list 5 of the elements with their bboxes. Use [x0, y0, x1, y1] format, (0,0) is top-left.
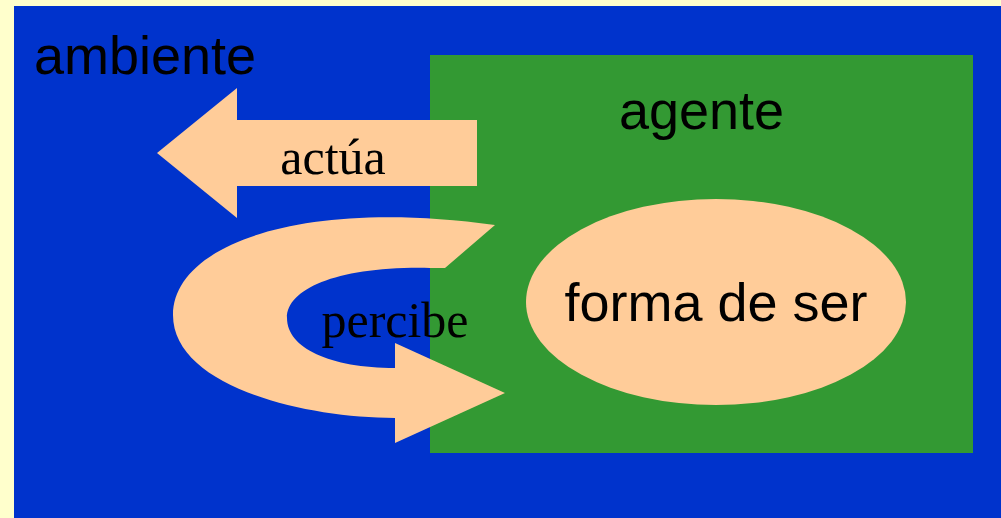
block-arrow [173, 217, 505, 443]
block-arrow [157, 88, 477, 218]
edge-label: actúa [280, 132, 386, 182]
node-label: ambiente [34, 28, 257, 82]
node-label: forma de ser [564, 275, 868, 329]
